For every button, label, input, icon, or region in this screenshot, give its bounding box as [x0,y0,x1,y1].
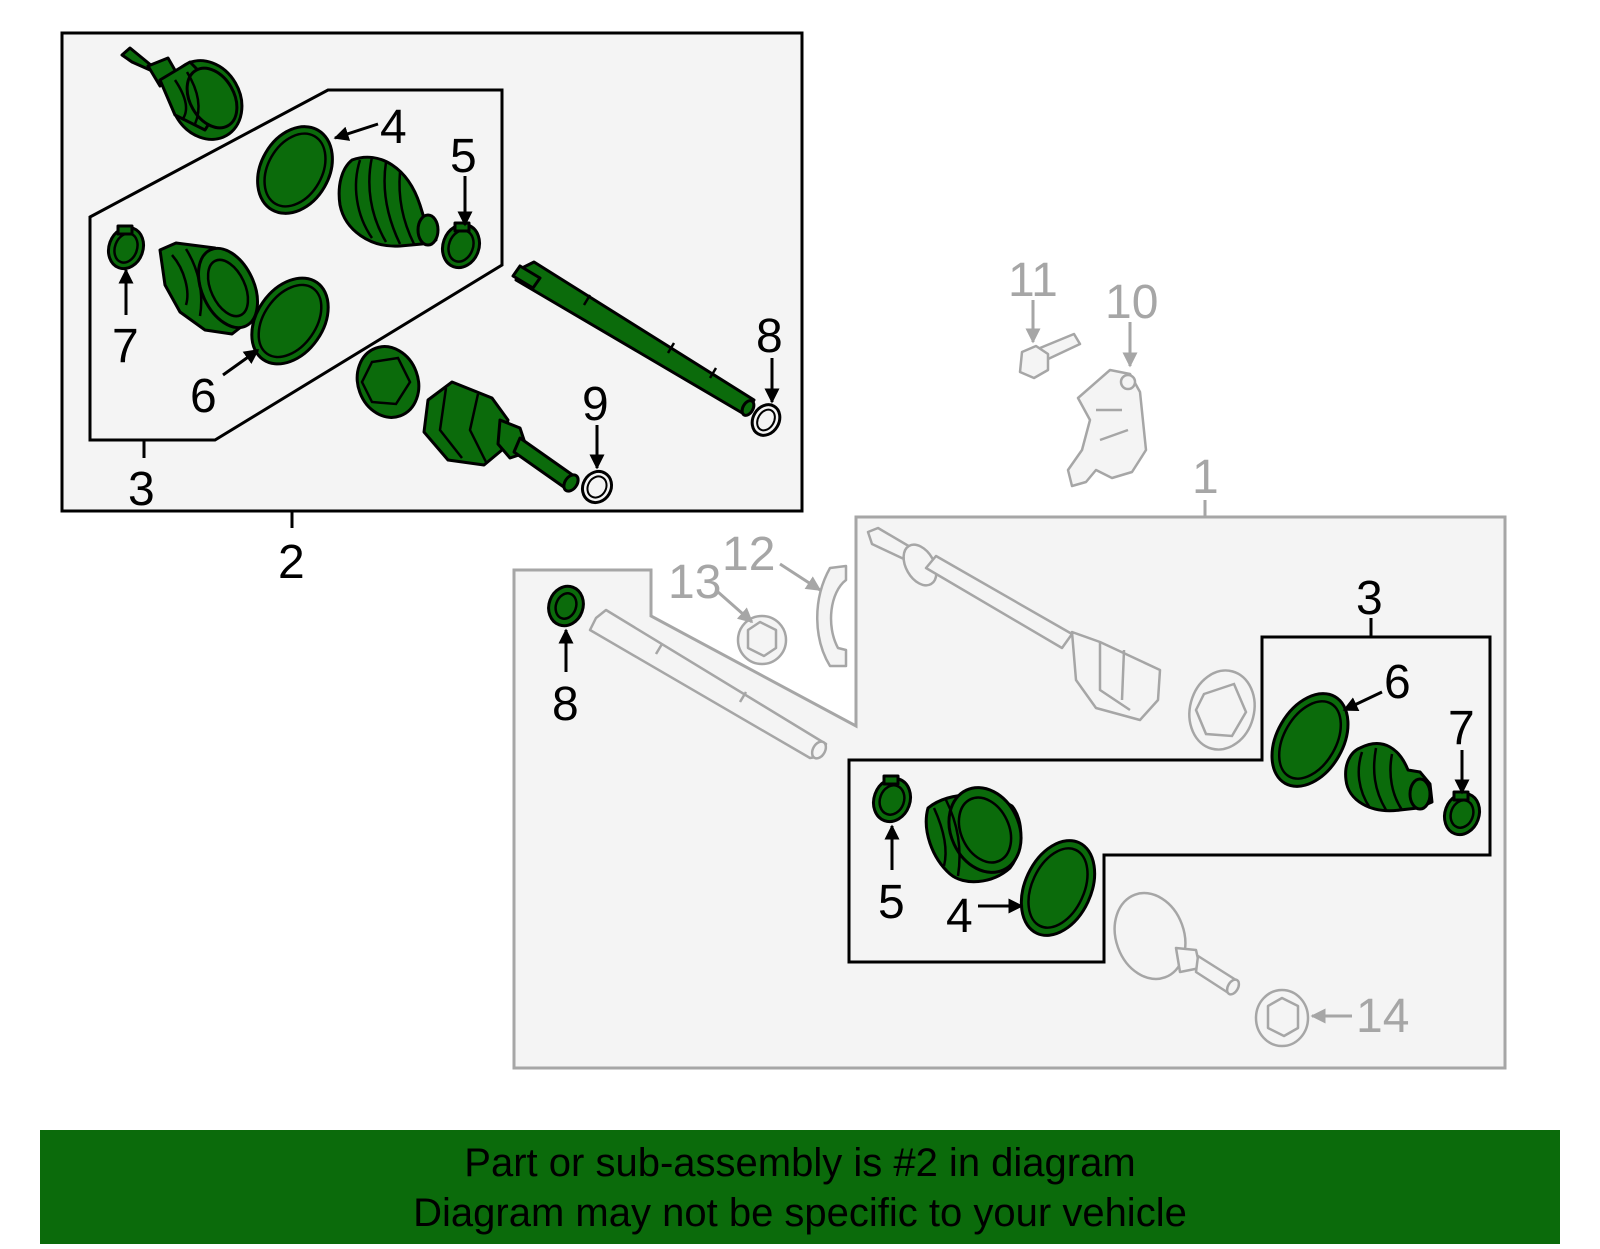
inner-cv-housing-asm1 [866,526,1162,722]
clamp-5 [440,221,482,270]
intermediate-shaft [511,260,756,417]
outer-cv-joint-asm1 [1113,891,1241,996]
boot-inner-top [337,155,440,248]
banner-line-2: Diagram may not be specific to your vehi… [413,1191,1187,1235]
label-4-asm2: 4 [380,101,407,154]
label-9-asm2: 9 [582,378,609,431]
label-10: 10 [1105,276,1158,329]
inner-cv-housing [422,380,580,493]
label-11: 11 [1008,254,1058,307]
boot-asm1-right [1344,742,1434,813]
leader-12 [779,562,822,592]
label-8-asm2: 8 [756,310,783,363]
tripod-spider [355,345,421,419]
tripod-spider-asm1 [1188,669,1256,751]
label-13: 13 [668,556,721,609]
bracket-10 [1066,368,1148,488]
clamp-5-asm1 [871,774,913,824]
label-5-asm1: 5 [878,876,905,929]
intermediate-shaft-asm1 [588,608,828,760]
label-4-asm1: 4 [946,890,973,943]
banner-line-1: Part or sub-assembly is #2 in diagram [464,1141,1136,1185]
ring-6 [250,276,330,366]
label-6-asm2: 6 [190,370,217,423]
info-banner: Part or sub-assembly is #2 in diagram Di… [40,1130,1560,1244]
ring-4-asm1 [1019,839,1097,937]
clamp-7 [106,224,146,271]
label-3-asm2: 3 [128,463,155,516]
label-3-asm1: 3 [1356,572,1383,625]
bearing-clip-12 [816,564,848,668]
label-7-asm2: 7 [112,320,139,373]
leader-13 [717,590,754,624]
label-8-asm1: 8 [552,678,579,731]
outer-cv-joint [120,46,244,141]
label-2: 2 [278,536,305,589]
nut-14 [1254,988,1310,1048]
label-6-asm1: 6 [1384,656,1411,709]
label-12: 12 [722,528,775,581]
label-14: 14 [1356,990,1409,1043]
leader-6-asm1 [1342,690,1383,712]
bolt-11 [1018,332,1082,380]
leader-4-asm2 [333,122,379,141]
nut-13 [736,614,788,666]
boot-inner-left [158,241,260,336]
ring-6-asm1 [1270,692,1350,788]
boot-asm1-left [924,786,1023,884]
label-5-asm2: 5 [450,130,477,183]
label-7-asm1: 7 [1448,702,1475,755]
leader-6-asm2 [222,348,260,377]
label-1: 1 [1192,451,1219,504]
